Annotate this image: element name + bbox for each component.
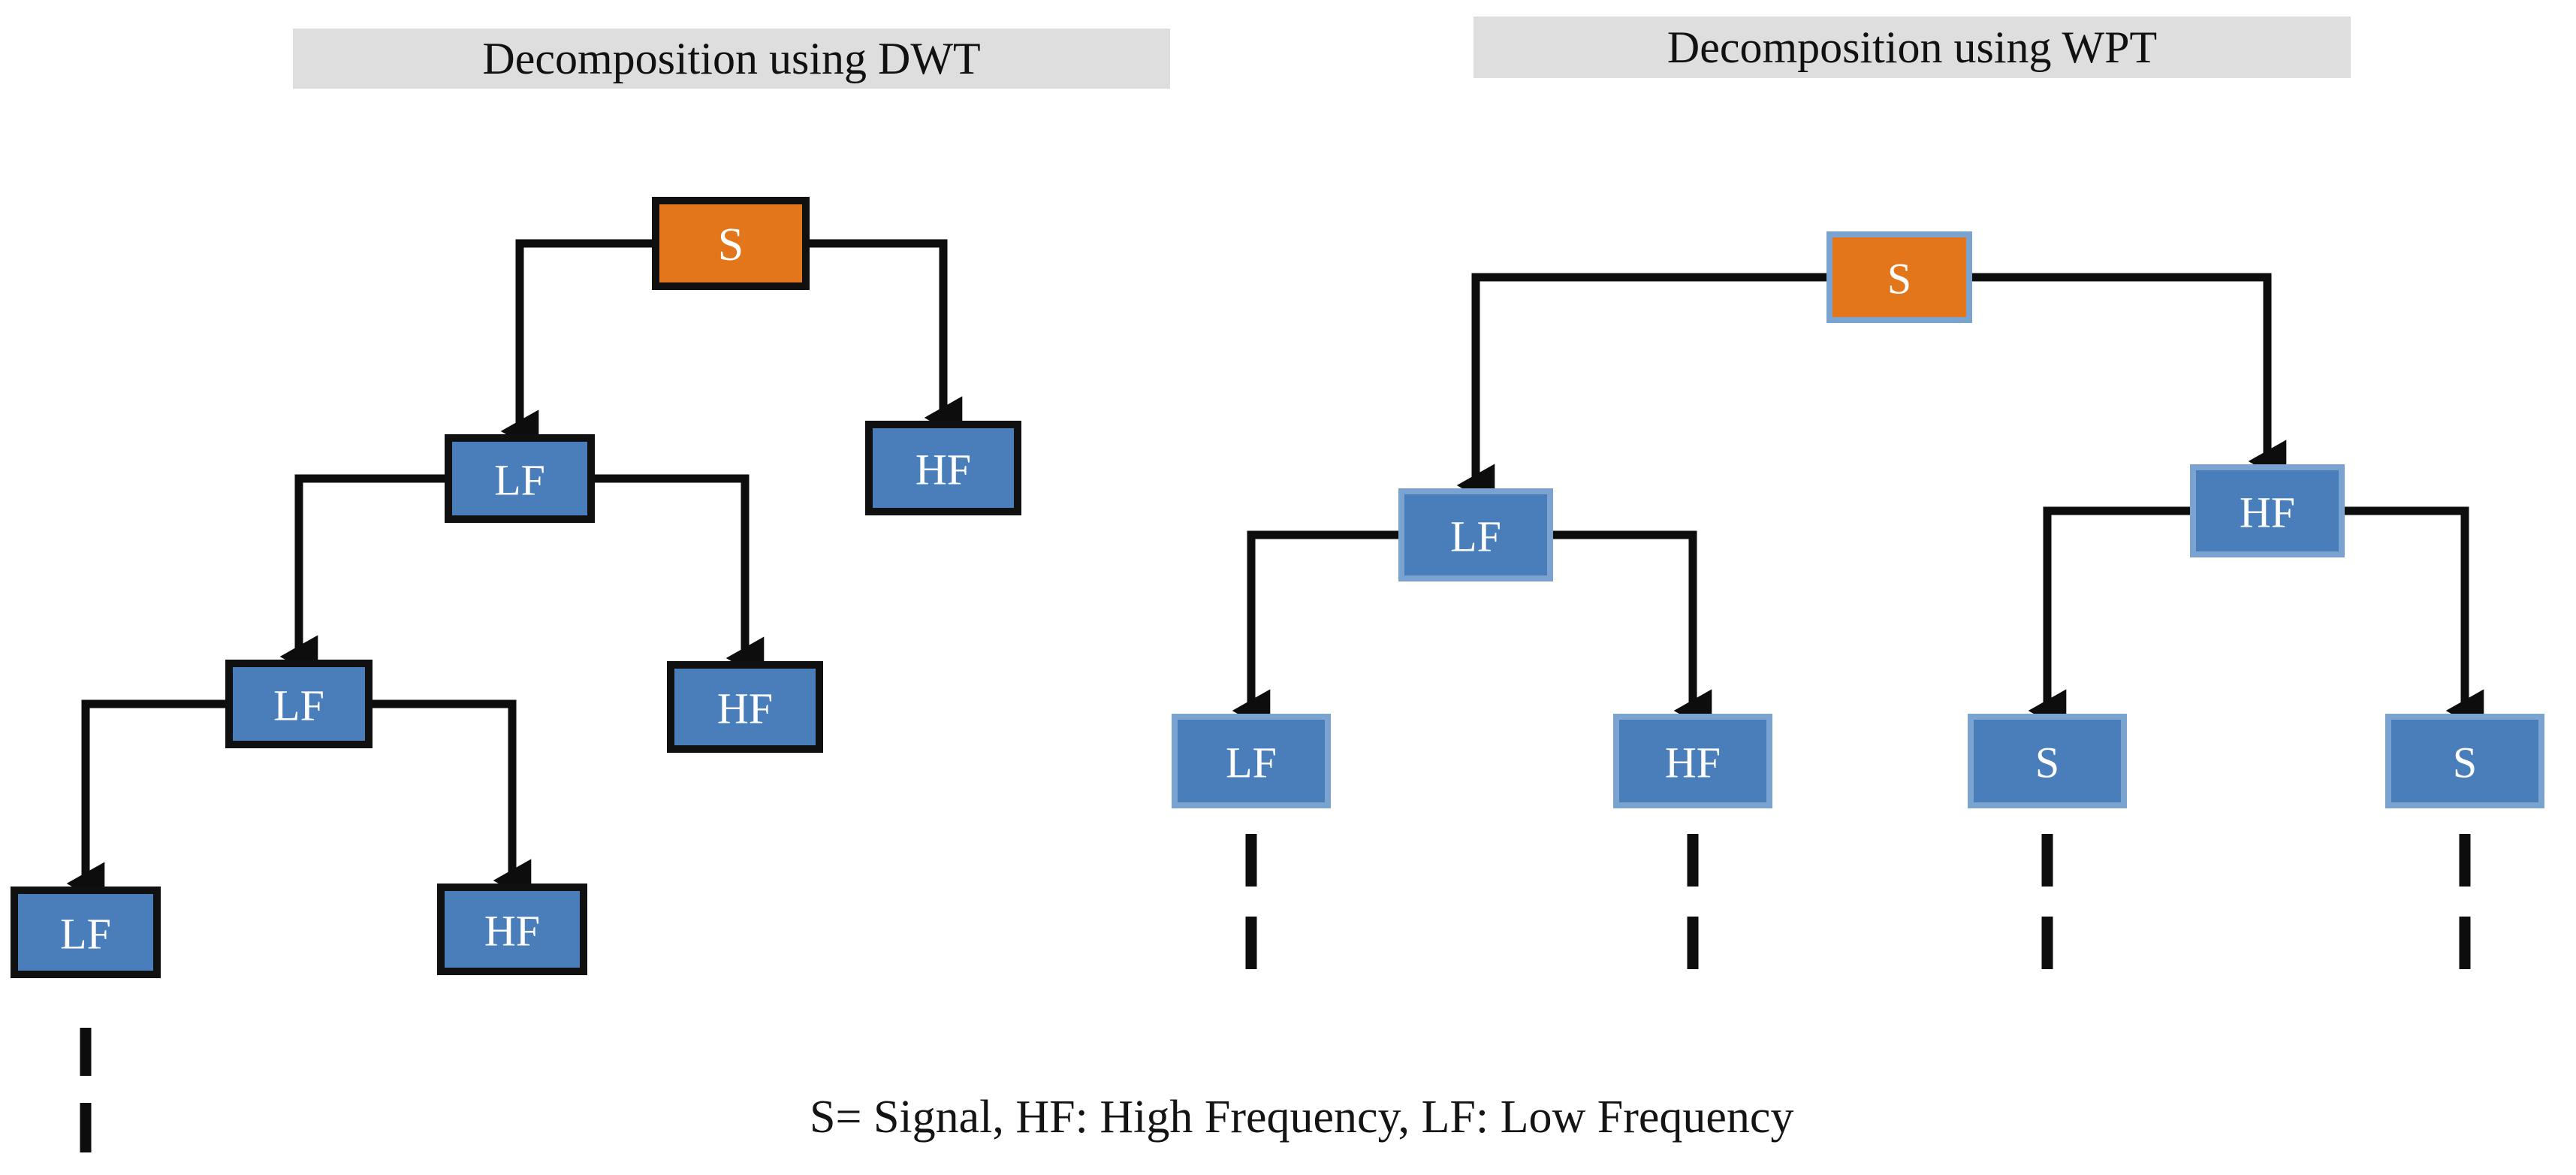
node-dwt-hf1[interactable]: HF bbox=[865, 421, 1021, 515]
wpt-title-band: Decomposition using WPT bbox=[1474, 17, 2351, 78]
node-dwt-s[interactable]: S bbox=[652, 197, 810, 290]
connector-wpt-hf1-to-wpt-s4 bbox=[2345, 506, 2484, 732]
connector-dwt-lf2-to-dwt-hf3 bbox=[373, 699, 532, 902]
node-label-dwt-hf3: HF bbox=[484, 907, 540, 956]
node-wpt-s3[interactable]: S bbox=[1968, 714, 2127, 808]
node-box-dwt-lf2 bbox=[225, 660, 373, 748]
node-dwt-hf2[interactable]: HF bbox=[667, 661, 823, 753]
node-box-wpt-s bbox=[1826, 231, 1972, 323]
node-label-wpt-hf1: HF bbox=[2240, 488, 2295, 537]
node-dwt-lf2[interactable]: LF bbox=[225, 660, 373, 748]
node-label-wpt-s: S bbox=[1887, 255, 1911, 304]
node-box-wpt-lf2 bbox=[1172, 714, 1331, 808]
wpt-title-text: Decomposition using WPT bbox=[1667, 23, 2158, 72]
node-wpt-lf1[interactable]: LF bbox=[1398, 488, 1553, 581]
node-box-dwt-lf3 bbox=[11, 887, 161, 978]
connector-dwt-s-to-dwt-hf1 bbox=[810, 239, 963, 439]
node-label-dwt-hf1: HF bbox=[915, 446, 971, 494]
connector-wpt-hf1-to-wpt-s3 bbox=[2028, 506, 2190, 732]
node-box-wpt-hf1 bbox=[2190, 464, 2345, 557]
dwt-title-band: Decomposition using DWT bbox=[293, 29, 1170, 89]
legend-caption: S= Signal, HF: High Frequency, LF: Low F… bbox=[810, 1092, 1794, 1143]
connector-wpt-s-to-wpt-hf1 bbox=[1972, 273, 2287, 483]
node-box-wpt-s4 bbox=[2385, 714, 2544, 808]
connector-dwt-lf2-to-dwt-lf3 bbox=[66, 699, 225, 905]
dwt-title-text: Decomposition using DWT bbox=[482, 34, 981, 83]
node-dwt-lf3[interactable]: LF bbox=[11, 887, 161, 978]
connector-wpt-s-to-wpt-lf1 bbox=[1456, 273, 1826, 507]
node-box-dwt-hf3 bbox=[437, 884, 587, 975]
connector-layer bbox=[66, 239, 2484, 905]
node-box-wpt-s3 bbox=[1968, 714, 2127, 808]
node-dwt-hf3[interactable]: HF bbox=[437, 884, 587, 975]
node-wpt-s4[interactable]: S bbox=[2385, 714, 2544, 808]
continuation-layer bbox=[80, 834, 2471, 1152]
node-label-dwt-s: S bbox=[718, 219, 744, 270]
node-wpt-hf2[interactable]: HF bbox=[1613, 714, 1772, 808]
node-wpt-s[interactable]: S bbox=[1826, 231, 1972, 323]
node-box-dwt-s bbox=[652, 197, 810, 290]
node-layer: S LF HF LF HF LF HF S LF HF LF HF S S bbox=[11, 197, 2544, 978]
node-label-dwt-lf3: LF bbox=[60, 910, 111, 959]
node-label-dwt-hf2: HF bbox=[717, 684, 773, 733]
node-box-wpt-hf2 bbox=[1613, 714, 1772, 808]
node-box-dwt-lf1 bbox=[445, 434, 595, 523]
connector-dwt-s-to-dwt-lf1 bbox=[500, 239, 652, 453]
node-label-dwt-lf2: LF bbox=[273, 681, 324, 730]
node-box-dwt-hf2 bbox=[667, 661, 823, 753]
connector-wpt-lf1-to-wpt-hf2 bbox=[1553, 530, 1712, 732]
node-label-wpt-s3: S bbox=[2035, 739, 2059, 787]
node-label-wpt-lf2: LF bbox=[1226, 739, 1277, 787]
connector-wpt-lf1-to-wpt-lf2 bbox=[1232, 530, 1398, 732]
node-label-wpt-lf1: LF bbox=[1450, 512, 1501, 561]
node-label-wpt-hf2: HF bbox=[1665, 739, 1721, 787]
connector-dwt-lf1-to-dwt-hf2 bbox=[595, 474, 765, 680]
node-box-wpt-lf1 bbox=[1398, 488, 1553, 581]
node-wpt-hf1[interactable]: HF bbox=[2190, 464, 2345, 557]
node-box-dwt-hf1 bbox=[865, 421, 1021, 515]
connector-dwt-lf1-to-dwt-lf2 bbox=[279, 474, 445, 678]
node-label-dwt-lf1: LF bbox=[494, 456, 545, 505]
node-wpt-lf2[interactable]: LF bbox=[1172, 714, 1331, 808]
node-label-wpt-s4: S bbox=[2453, 739, 2477, 787]
node-dwt-lf1[interactable]: LF bbox=[445, 434, 595, 523]
